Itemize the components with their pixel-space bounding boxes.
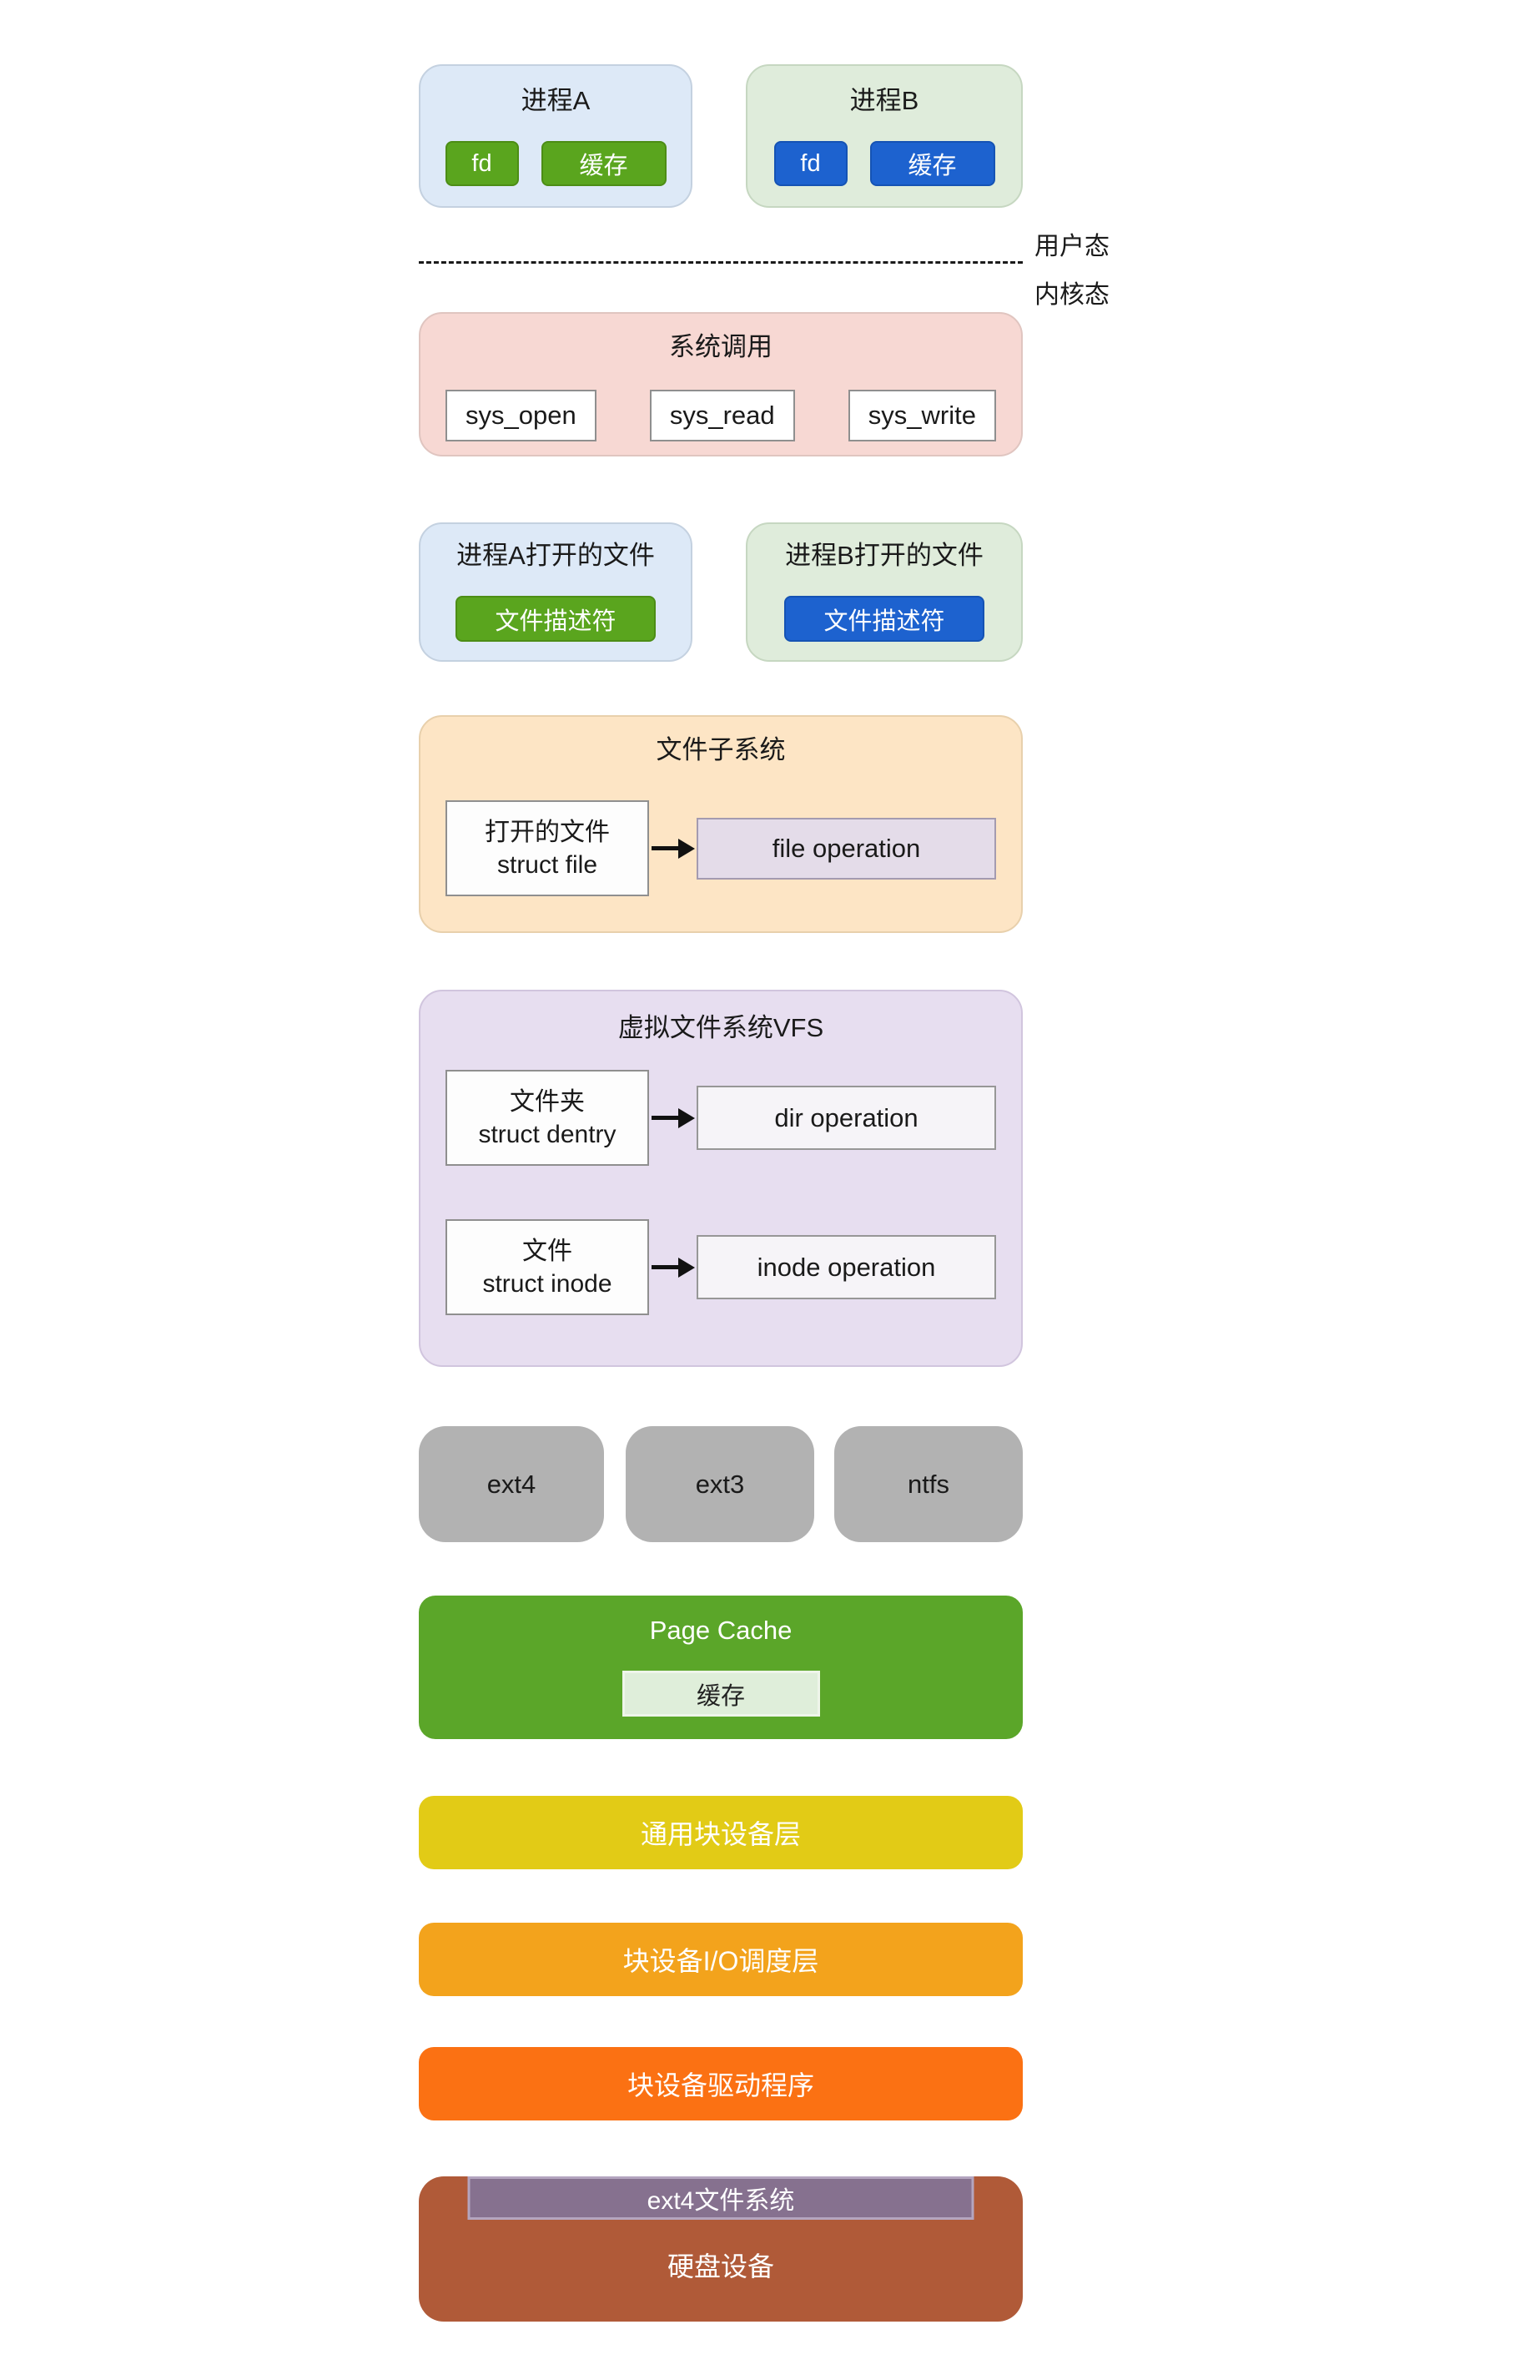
- vfs-panel: 虚拟文件系统VFS 文件夹 struct dentry dir operatio…: [419, 990, 1023, 1367]
- file-subsystem-flow-row: 打开的文件 struct file file operation: [420, 800, 1021, 896]
- syscall-item-sys-write: sys_write: [848, 390, 996, 441]
- arrow-head: [677, 838, 695, 859]
- struct-inode-line1: 文件: [522, 1237, 572, 1265]
- dir-operation-box: dir operation: [697, 1086, 996, 1150]
- disk-ext4-filesystem-bar: ext4文件系统: [467, 2176, 974, 2220]
- arrow-line: [651, 1116, 678, 1120]
- syscall-row: sys_open sys_read sys_write: [420, 390, 1021, 441]
- arrow-right-icon: [649, 1107, 697, 1128]
- struct-dentry-box: 文件夹 struct dentry: [445, 1070, 649, 1166]
- arrow-head: [677, 1107, 695, 1128]
- kernel-mode-label: 内核态: [1034, 281, 1110, 309]
- user-mode-label: 用户态: [1034, 233, 1110, 260]
- page-cache-title: Page Cache: [649, 1616, 793, 1645]
- process-a-panel: 进程A fd 缓存: [419, 64, 692, 208]
- struct-dentry-line1: 文件夹: [510, 1087, 585, 1116]
- process-b-fd-chip: fd: [773, 141, 848, 186]
- open-files-b-descriptor-chip: 文件描述符: [784, 596, 984, 642]
- file-subsystem-title: 文件子系统: [656, 735, 786, 764]
- vfs-dentry-flow-row: 文件夹 struct dentry dir operation: [420, 1070, 1021, 1166]
- process-b-cache-chip: 缓存: [869, 141, 995, 186]
- arrow-right-icon: [649, 1257, 697, 1278]
- page-cache-panel: Page Cache 缓存: [419, 1596, 1023, 1739]
- process-a-fd-chip: fd: [445, 141, 519, 186]
- process-a-chip-row: fd 缓存: [445, 141, 667, 186]
- struct-inode-box: 文件 struct inode: [445, 1219, 649, 1315]
- struct-inode-line2: struct inode: [482, 1269, 612, 1298]
- filesystem-ext4-box: ext4: [419, 1426, 604, 1542]
- filesystem-ntfs-box: ntfs: [834, 1426, 1023, 1542]
- open-files-a-panel: 进程A打开的文件 文件描述符: [419, 522, 692, 662]
- inode-operation-box: inode operation: [697, 1235, 996, 1299]
- arrow-line: [651, 846, 678, 850]
- arrow-head: [677, 1257, 695, 1278]
- filesystem-ext3-box: ext3: [626, 1426, 814, 1542]
- syscall-panel: 系统调用 sys_open sys_read sys_write: [419, 312, 1023, 456]
- open-files-b-panel: 进程B打开的文件 文件描述符: [746, 522, 1023, 662]
- block-driver-layer-bar: 块设备驱动程序: [419, 2047, 1023, 2120]
- process-a-title: 进程A: [521, 86, 591, 115]
- io-scheduler-layer-bar: 块设备I/O调度层: [419, 1923, 1023, 1996]
- open-files-a-title: 进程A打开的文件: [456, 541, 655, 570]
- struct-file-line1: 打开的文件: [485, 818, 610, 846]
- file-subsystem-panel: 文件子系统 打开的文件 struct file file operation: [419, 715, 1023, 933]
- vfs-title: 虚拟文件系统VFS: [617, 1013, 824, 1042]
- open-files-b-title: 进程B打开的文件: [785, 541, 984, 570]
- struct-file-box: 打开的文件 struct file: [445, 800, 649, 896]
- file-operation-box: file operation: [697, 817, 996, 880]
- syscall-title: 系统调用: [669, 332, 773, 361]
- generic-block-layer-bar: 通用块设备层: [419, 1796, 1023, 1869]
- process-a-cache-chip: 缓存: [541, 141, 667, 186]
- open-files-a-descriptor-chip: 文件描述符: [455, 596, 656, 642]
- mode-divider: [419, 261, 1023, 264]
- arrow-right-icon: [649, 838, 697, 859]
- disk-panel: ext4文件系统 硬盘设备: [419, 2176, 1023, 2322]
- arrow-line: [651, 1265, 678, 1269]
- process-b-chip-row: fd 缓存: [773, 141, 995, 186]
- struct-file-line2: struct file: [496, 850, 598, 879]
- process-b-title: 进程B: [849, 86, 919, 115]
- syscall-item-sys-read: sys_read: [649, 390, 795, 441]
- syscall-item-sys-open: sys_open: [445, 390, 596, 441]
- vfs-inode-flow-row: 文件 struct inode inode operation: [420, 1219, 1021, 1315]
- page-cache-cache-box: 缓存: [622, 1671, 820, 1717]
- struct-dentry-line2: struct dentry: [478, 1120, 617, 1148]
- process-b-panel: 进程B fd 缓存: [746, 64, 1023, 208]
- disk-title: 硬盘设备: [667, 2251, 774, 2282]
